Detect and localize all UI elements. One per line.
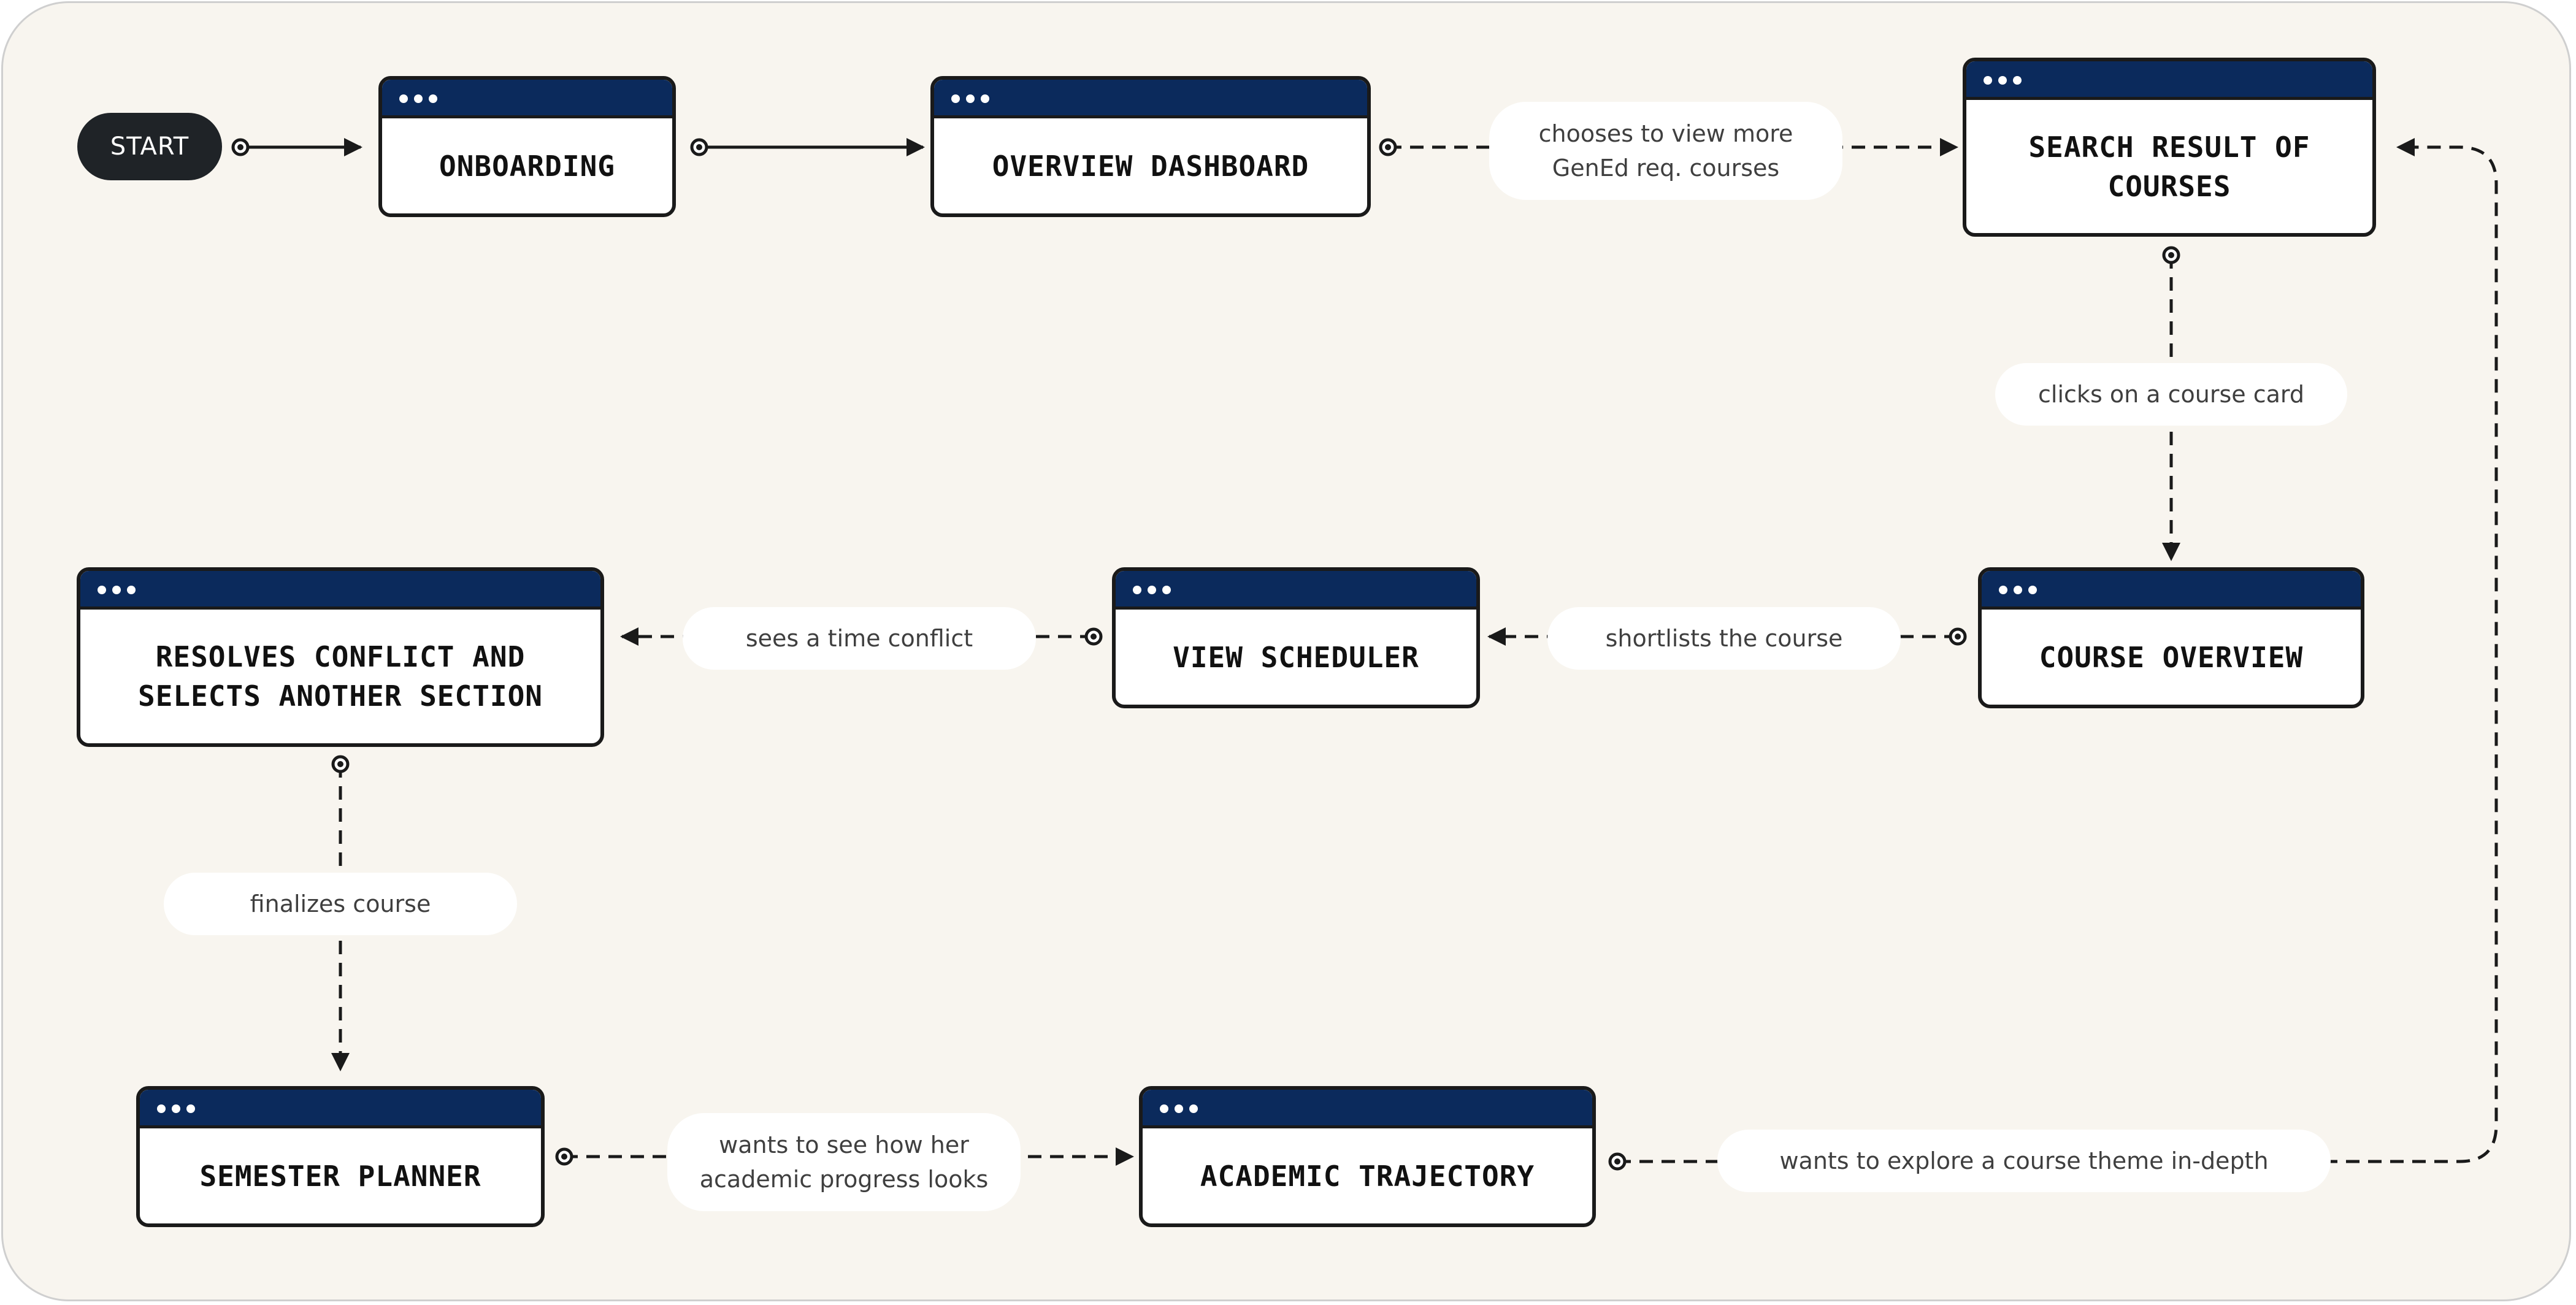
window-title-bar bbox=[80, 571, 600, 610]
transition-label-time-conflict: sees a time conflict bbox=[683, 607, 1036, 670]
transition-label-explore-theme: wants to explore a course theme in-depth bbox=[1717, 1130, 2331, 1192]
node-title: ONBOARDING bbox=[439, 149, 615, 183]
node-title: SEMESTER PLANNER bbox=[199, 1159, 481, 1193]
window-title-bar bbox=[934, 80, 1367, 118]
window-dots-icon bbox=[157, 1104, 201, 1113]
node-semester-planner: SEMESTER PLANNER bbox=[136, 1086, 545, 1227]
window-dots-icon bbox=[399, 94, 443, 103]
port-dot bbox=[1091, 633, 1097, 640]
node-title: SEARCH RESULT OF COURSES bbox=[2028, 130, 2310, 203]
transition-label-shortlists-course: shortlists the course bbox=[1547, 607, 1901, 670]
node-academic-trajectory: ACADEMIC TRAJECTORY bbox=[1139, 1086, 1596, 1227]
start-node: START bbox=[77, 113, 222, 180]
edge-trajectory-search bbox=[1617, 138, 2498, 1163]
window-title-bar bbox=[140, 1090, 541, 1128]
node-view-scheduler: VIEW SCHEDULER bbox=[1112, 567, 1480, 708]
window-title-bar bbox=[1143, 1090, 1592, 1128]
port-dot bbox=[237, 144, 243, 150]
window-dots-icon bbox=[1160, 1104, 1204, 1113]
node-resolves-conflict: RESOLVES CONFLICT AND SELECTS ANOTHER SE… bbox=[77, 567, 604, 747]
node-course-overview: COURSE OVERVIEW bbox=[1978, 567, 2364, 708]
port-dot bbox=[1385, 144, 1391, 150]
node-title: OVERVIEW DASHBOARD bbox=[992, 149, 1309, 183]
port-dot bbox=[1614, 1158, 1620, 1165]
window-dots-icon bbox=[98, 586, 142, 594]
transition-label-see-progress: wants to see how her academic progress l… bbox=[667, 1113, 1021, 1211]
window-title-bar bbox=[1982, 571, 2361, 610]
window-title-bar bbox=[1966, 61, 2372, 100]
window-title-bar bbox=[382, 80, 672, 118]
port-dot bbox=[337, 761, 343, 767]
window-dots-icon bbox=[1999, 586, 2043, 594]
port-dot bbox=[561, 1154, 567, 1160]
port-dot bbox=[2168, 252, 2174, 258]
node-title: ACADEMIC TRAJECTORY bbox=[1200, 1159, 1535, 1193]
window-dots-icon bbox=[1984, 76, 2028, 85]
port-dot bbox=[696, 144, 702, 150]
transition-label-view-more-gened: chooses to view more GenEd req. courses bbox=[1489, 102, 1842, 200]
node-title: COURSE OVERVIEW bbox=[2039, 640, 2304, 674]
node-overview-dashboard: OVERVIEW DASHBOARD bbox=[930, 76, 1371, 217]
window-dots-icon bbox=[951, 94, 995, 103]
window-dots-icon bbox=[1133, 586, 1177, 594]
transition-label-clicks-course-card: clicks on a course card bbox=[1995, 363, 2347, 426]
transition-label-finalizes-course: finalizes course bbox=[164, 873, 517, 935]
node-title: RESOLVES CONFLICT AND SELECTS ANOTHER SE… bbox=[138, 640, 543, 713]
node-onboarding: ONBOARDING bbox=[378, 76, 676, 217]
node-title: VIEW SCHEDULER bbox=[1173, 640, 1419, 674]
port-dot bbox=[1955, 633, 1961, 640]
window-title-bar bbox=[1116, 571, 1476, 610]
node-search-results: SEARCH RESULT OF COURSES bbox=[1963, 58, 2376, 237]
